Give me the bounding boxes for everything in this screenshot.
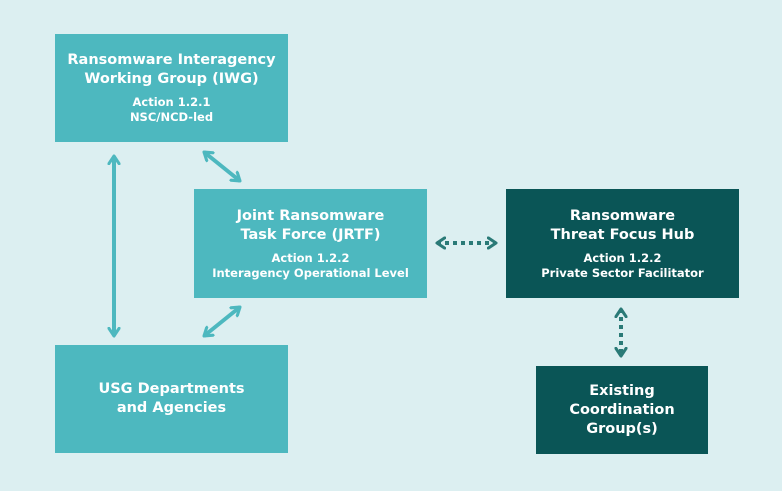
jrtf-action: Action 1.2.2 [271, 250, 350, 265]
usg-title: USG Departments and Agencies [98, 380, 244, 418]
jrtf-title: Joint Ransomware Task Force (JRTF) [237, 207, 385, 245]
ecg-title: Existing Coordination Group(s) [569, 382, 674, 439]
iwg-action: Action 1.2.1 [132, 95, 211, 109]
iwg-lead: NSC/NCD-led [129, 110, 214, 124]
usg-title-line1: USG Departments [98, 381, 245, 397]
hub-title-line1: Ransomware [569, 207, 676, 224]
hub-title: Ransomware Threat Focus Hub [551, 207, 695, 245]
iwg-title-line1: Ransomware Interagency [67, 52, 276, 68]
hub-box: Ransomware Threat Focus Hub Action 1.2.2… [506, 189, 739, 298]
hub-action: Action 1.2.2 [583, 250, 662, 265]
iwg-title-line2: Working Group (IWG) [84, 71, 259, 87]
hub-lead: Private Sector Facilitator [541, 265, 704, 280]
iwg-jrtf-arrow [204, 150, 240, 183]
ecg-title-line2: Coordination [569, 401, 675, 418]
ecg-title-line3: Group(s) [586, 420, 658, 437]
jrtf-lead: Interagency Operational Level [212, 265, 409, 280]
iwg-subtitle: Action 1.2.1 NSC/NCD-led [130, 95, 213, 125]
usg-title-line2: and Agencies [116, 400, 227, 416]
ecg-title-line1: Existing [589, 382, 655, 399]
ecg-box: Existing Coordination Group(s) [536, 366, 708, 454]
iwg-title: Ransomware Interagency Working Group (IW… [67, 51, 275, 89]
jrtf-title-line2: Task Force (JRTF) [240, 226, 381, 243]
jrtf-usg-arrow [204, 305, 240, 338]
jrtf-box: Joint Ransomware Task Force (JRTF) Actio… [194, 189, 427, 298]
usg-box: USG Departments and Agencies [55, 345, 288, 453]
jrtf-subtitle: Action 1.2.2 Interagency Operational Lev… [212, 251, 409, 281]
iwg-box: Ransomware Interagency Working Group (IW… [55, 34, 288, 142]
hub-subtitle: Action 1.2.2 Private Sector Facilitator [541, 251, 703, 281]
hub-title-line2: Threat Focus Hub [550, 226, 695, 243]
jrtf-title-line1: Joint Ransomware [236, 207, 385, 224]
